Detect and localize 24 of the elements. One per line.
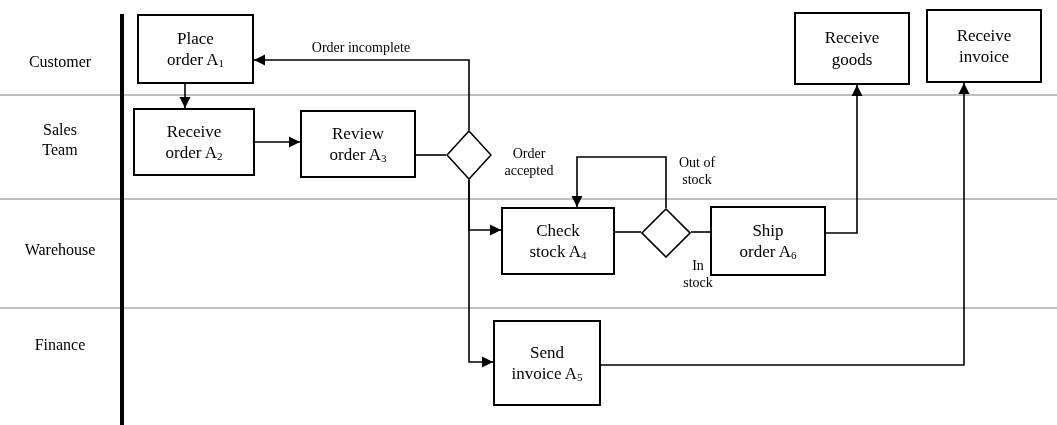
- decision-diamond: [446, 130, 492, 180]
- arrow: [254, 136, 301, 148]
- process-box: Ship order A$_{6}$: [710, 206, 826, 276]
- process-box: Check stock A$_{4}$: [501, 207, 615, 275]
- lane-label: Sales Team: [41, 120, 79, 160]
- arrow: [253, 54, 470, 131]
- arrow: [468, 179, 494, 368]
- process-box: Receive invoice: [926, 9, 1042, 83]
- arrow: [571, 156, 667, 209]
- decision-diamond: [641, 208, 691, 258]
- process-box: Place order A$_{1}$: [137, 14, 254, 84]
- connector-line: [614, 231, 642, 233]
- lane-label: Customer: [27, 52, 93, 72]
- process-box: Review order A$_{3}$: [300, 110, 416, 178]
- arrow: [825, 84, 863, 234]
- connector-line: [690, 231, 711, 233]
- process-box: Receive order A$_{2}$: [133, 108, 255, 176]
- process-box: Send invoice A$_{5}$: [493, 320, 601, 406]
- arrow: [179, 83, 191, 109]
- lane-label: Warehouse: [23, 240, 97, 260]
- process-box: Receive goods: [794, 12, 910, 85]
- arrow: [600, 82, 970, 366]
- lane-label: Finance: [33, 335, 87, 355]
- connector-line: [415, 154, 447, 156]
